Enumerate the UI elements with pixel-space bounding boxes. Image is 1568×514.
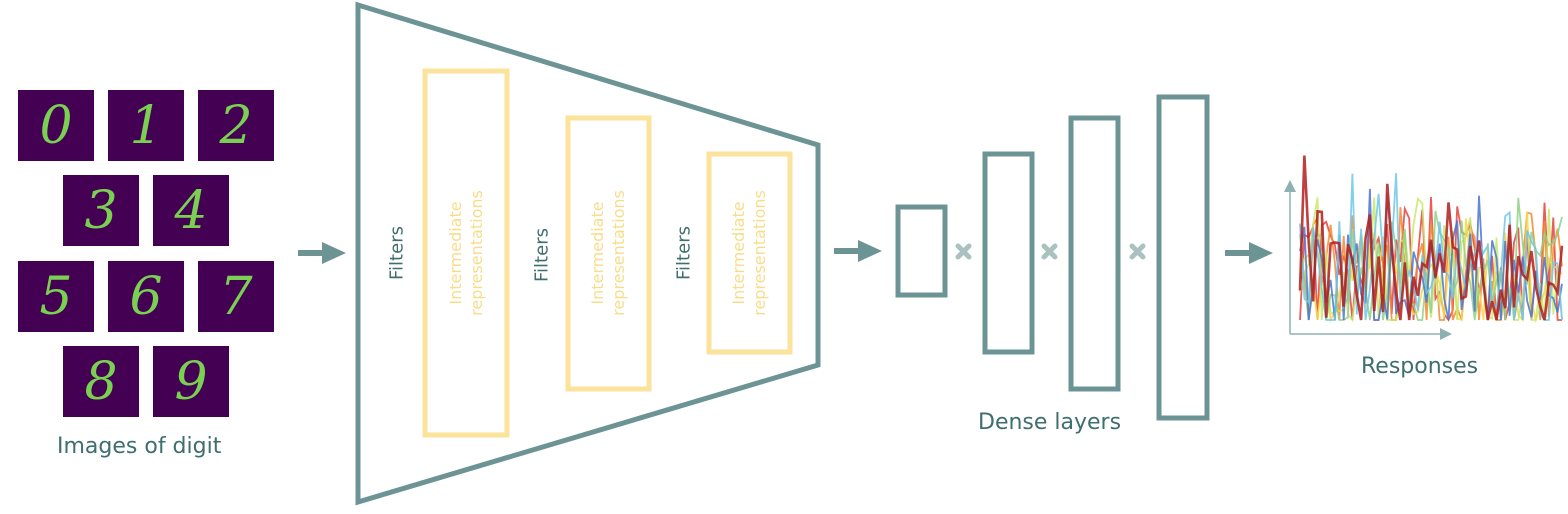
digit-image-4: 4 [153, 175, 229, 246]
filters-label-1: Filters [386, 226, 408, 280]
representation-line: representations [467, 190, 486, 316]
digit-glyph: 4 [174, 180, 208, 241]
responses-caption: Responses [1361, 354, 1479, 379]
dense-layer-4 [1156, 94, 1210, 421]
dense-layers-caption: Dense layers [978, 410, 1122, 435]
representation-line: Intermediate [446, 201, 465, 305]
representation-line: representations [750, 190, 769, 316]
filters-label-3: Filters [673, 226, 695, 280]
digit-glyph: 6 [129, 266, 163, 327]
times-icon [955, 243, 972, 260]
digit-glyph: 3 [84, 180, 118, 241]
digit-image-6: 6 [108, 261, 184, 332]
images-caption: Images of digit [57, 434, 222, 459]
digit-glyph: 2 [219, 95, 253, 156]
representation-label-3: Intermediate representations [728, 190, 770, 316]
response-trace [1298, 155, 1564, 321]
arrow-right-icon [1225, 242, 1273, 264]
representation-line: Intermediate [729, 201, 748, 305]
digit-glyph: 5 [39, 266, 73, 327]
response-trace [1299, 196, 1563, 323]
representation-label-2: Intermediate representations [587, 190, 629, 316]
representation-line: representations [609, 190, 628, 316]
representation-box-2 [565, 115, 652, 392]
times-icon [1041, 243, 1058, 260]
encoder-trapezoid [355, 1, 821, 506]
representation-box-3 [706, 151, 793, 355]
responses-plot [1298, 155, 1564, 324]
arrow-right-icon [298, 242, 346, 264]
digit-glyph: 0 [39, 95, 73, 156]
filters-label-2: Filters [531, 228, 553, 282]
representation-line: Intermediate [588, 201, 607, 305]
digit-image-2: 2 [198, 90, 274, 161]
arrow-right-icon [834, 240, 882, 262]
digit-image-5: 5 [18, 261, 94, 332]
digit-image-9: 9 [153, 346, 229, 417]
digit-image-1: 1 [108, 90, 184, 161]
digit-glyph: 8 [84, 351, 118, 412]
digit-image-0: 0 [18, 90, 94, 161]
representation-label-1: Intermediate representations [445, 190, 487, 316]
digit-glyph: 9 [174, 351, 208, 412]
response-trace [1299, 197, 1562, 322]
times-icon [1129, 243, 1146, 260]
representation-box-1 [422, 68, 510, 438]
digit-image-3: 3 [63, 175, 139, 246]
dense-layer-2 [982, 151, 1035, 355]
dense-layer-1 [895, 204, 948, 298]
digit-glyph: 7 [219, 266, 253, 327]
digit-image-8: 8 [63, 346, 139, 417]
digit-image-7: 7 [198, 261, 274, 332]
dense-layer-3 [1068, 115, 1121, 392]
digit-glyph: 1 [129, 95, 163, 156]
